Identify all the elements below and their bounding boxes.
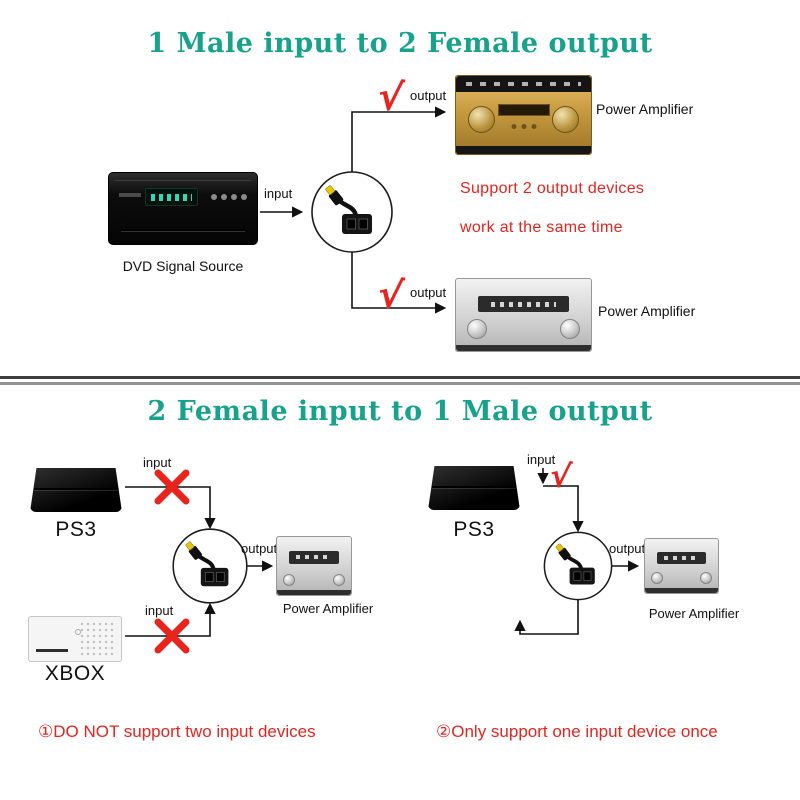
caption-left: ①DO NOT support two input devices [38, 722, 316, 741]
amp-display-strip [477, 296, 570, 313]
caption-right: ②Only support one input device once [436, 722, 718, 741]
amp-base [277, 589, 351, 595]
splitter-cable-icon [555, 543, 595, 585]
dvd-label: DVD Signal Source [122, 258, 244, 274]
power-amplifier-label-top: Power Amplifier [596, 101, 694, 117]
xbox-input-arrow [125, 602, 216, 637]
ps3-groove [431, 486, 517, 489]
amp-display-marks [296, 555, 332, 560]
output-label-top: output [410, 88, 447, 103]
check-icon: √ [548, 455, 574, 497]
top-connection-svg [260, 106, 447, 314]
input-label: input [264, 186, 293, 201]
dvd-edge-line [114, 180, 252, 181]
power-amplifier-label-bottom: Power Amplifier [598, 303, 696, 319]
amp-knob-right [552, 106, 579, 133]
xbox-disc-slot [36, 649, 68, 653]
xbox-vents [78, 621, 118, 656]
amp-knob-left [468, 106, 495, 133]
power-amplifier-silver-image [644, 538, 719, 594]
ps3-groove [33, 488, 119, 491]
check-icon: √ [375, 73, 406, 121]
bottom-connection-svg [125, 468, 640, 654]
splitter-circle [172, 528, 248, 604]
amp-display-marks [491, 301, 556, 307]
input-label: input [143, 455, 172, 470]
output-arrow-top [351, 106, 447, 172]
output-arrow-bottom [351, 252, 447, 314]
ps3-label: PS3 [55, 518, 97, 541]
splitter-cable-icon [325, 185, 372, 234]
top-title: 1 Male input to 2 Female output [147, 28, 653, 59]
splitter-circle [543, 531, 613, 601]
amp-base [456, 344, 591, 351]
xbox-power-button [75, 629, 81, 636]
power-amplifier-gold-image [455, 75, 592, 155]
amp-knob-right [333, 573, 346, 586]
dvd-buttons [210, 194, 247, 200]
bottom-connection-lines [125, 468, 640, 637]
dvd-player-image [108, 172, 258, 245]
amp-center-buttons [511, 124, 536, 129]
amp-knob-left [650, 572, 663, 585]
ps3-image [428, 466, 520, 510]
dvd-logo [119, 193, 142, 197]
check-icon: √ [375, 271, 406, 319]
amp-display-marks [466, 82, 581, 86]
amp-display-marks [664, 556, 699, 560]
ps3-image [30, 468, 122, 512]
amp-center-display [497, 104, 550, 116]
output-label: output [609, 541, 646, 556]
support-note-line1: Support 2 output devices [460, 180, 645, 197]
power-amplifier-label: Power Amplifier [282, 601, 374, 616]
xbox-image [28, 616, 122, 662]
section-divider [0, 376, 800, 385]
amp-knob-left [466, 319, 487, 340]
unused-input-arrow [514, 599, 579, 635]
support-note-line2: work at the same time [460, 219, 623, 236]
dvd-disc-tray [120, 229, 246, 231]
power-amplifier-silver-image [455, 278, 592, 352]
power-amplifier-label: Power Amplifier [648, 606, 740, 621]
output-label: output [241, 541, 278, 556]
amp-base [456, 146, 591, 154]
input-label: input [145, 603, 174, 618]
power-amplifier-silver-image [276, 536, 352, 596]
amp-base [645, 588, 718, 593]
amp-display-strip [456, 76, 591, 92]
amp-display-strip [288, 550, 340, 564]
bottom-title: 2 Female input to 1 Male output [147, 396, 653, 427]
top-connection-lines [260, 106, 447, 314]
ps3-label: PS3 [453, 518, 495, 541]
splitter-cable-icon [185, 541, 229, 587]
amp-knob-right [560, 319, 581, 340]
cross-icon [154, 469, 190, 505]
amp-knob-left [282, 573, 295, 586]
cross-icon [154, 618, 190, 654]
input-label: input [527, 452, 556, 467]
splitter-circle [311, 171, 393, 253]
dvd-display-segments [150, 193, 192, 201]
amp-knob-right [700, 572, 713, 585]
amp-display-strip [656, 551, 707, 564]
ps3-input-arrow [125, 486, 216, 530]
dvd-display [144, 188, 198, 206]
output-label-bottom: output [410, 285, 447, 300]
xbox-label: XBOX [44, 662, 106, 685]
right-input-line [543, 485, 584, 533]
